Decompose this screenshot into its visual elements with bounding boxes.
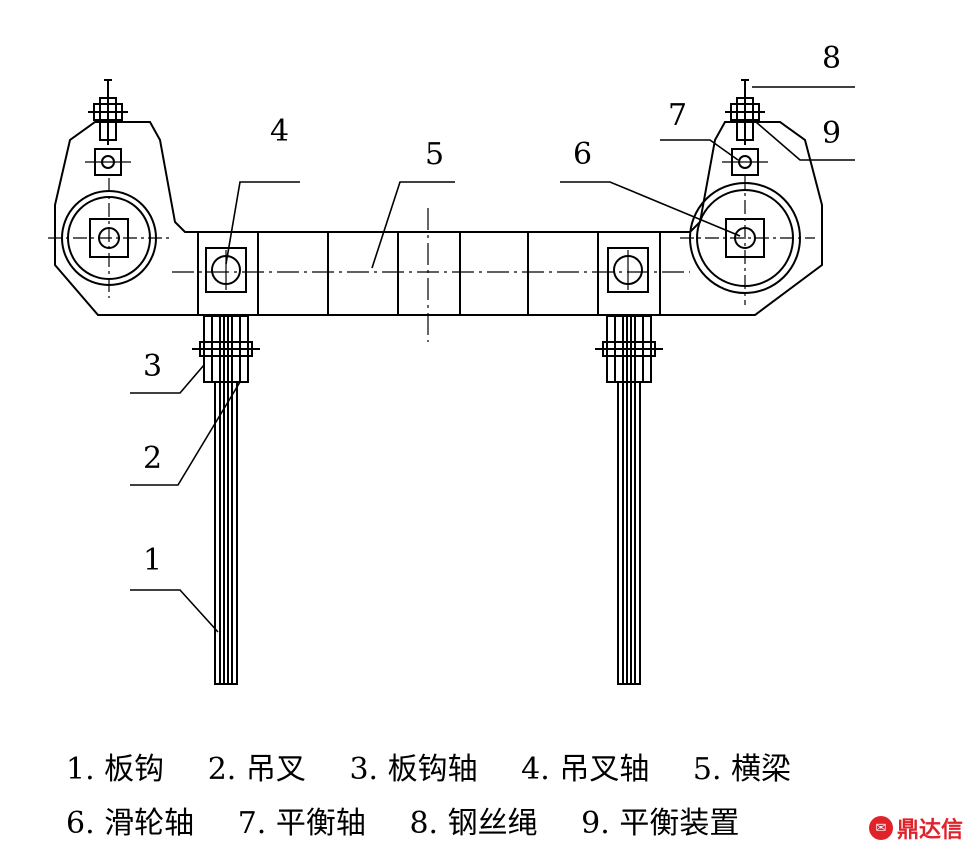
legend-item: 8. 钢丝绳 — [409, 806, 538, 841]
left-fork-shaft — [205, 247, 247, 293]
callout-9: 9 — [822, 116, 841, 151]
legend-row-2: 6. 滑轮轴 7. 平衡轴 8. 钢丝绳 9. 平衡装置 — [66, 798, 773, 842]
left-plate-hook — [192, 315, 260, 685]
legend-item: 4. 吊叉轴 — [521, 752, 650, 787]
legend-item: 9. 平衡装置 — [581, 806, 740, 841]
callout-7: 7 — [668, 98, 687, 133]
callout-5: 5 — [425, 137, 444, 172]
callout-8: 8 — [822, 41, 841, 76]
right-fork-shaft — [607, 247, 649, 293]
legend-item: 5. 横梁 — [692, 752, 792, 787]
watermark: ✉ 鼎达信 — [868, 812, 963, 844]
left-pulley-assembly — [48, 79, 172, 298]
callout-3: 3 — [143, 349, 162, 384]
legend-item: 2. 吊叉 — [207, 752, 306, 787]
watermark-text: 鼎达信 — [896, 818, 963, 843]
right-plate-hook — [595, 315, 663, 685]
legend-item: 7. 平衡轴 — [237, 806, 366, 841]
callout-2: 2 — [143, 441, 162, 476]
right-pulley-assembly — [680, 79, 815, 305]
dingda-logo-icon: ✉ — [868, 816, 893, 840]
crossbeam — [54, 121, 823, 342]
crane-spreader-diagram: 1 2 3 4 5 6 7 8 9 — [48, 41, 855, 685]
legend-item: 3. 板钩轴 — [349, 752, 478, 787]
callout-4: 4 — [270, 114, 289, 149]
callout-6: 6 — [573, 137, 592, 172]
legend-item: 1. 板钩 — [66, 752, 165, 787]
legend-item: 6. 滑轮轴 — [66, 806, 195, 841]
legend-row-1: 1. 板钩 2. 吊叉 3. 板钩轴 4. 吊叉轴 5. 横梁 — [66, 744, 825, 788]
leader-lines — [130, 86, 855, 633]
callout-1: 1 — [143, 543, 162, 578]
